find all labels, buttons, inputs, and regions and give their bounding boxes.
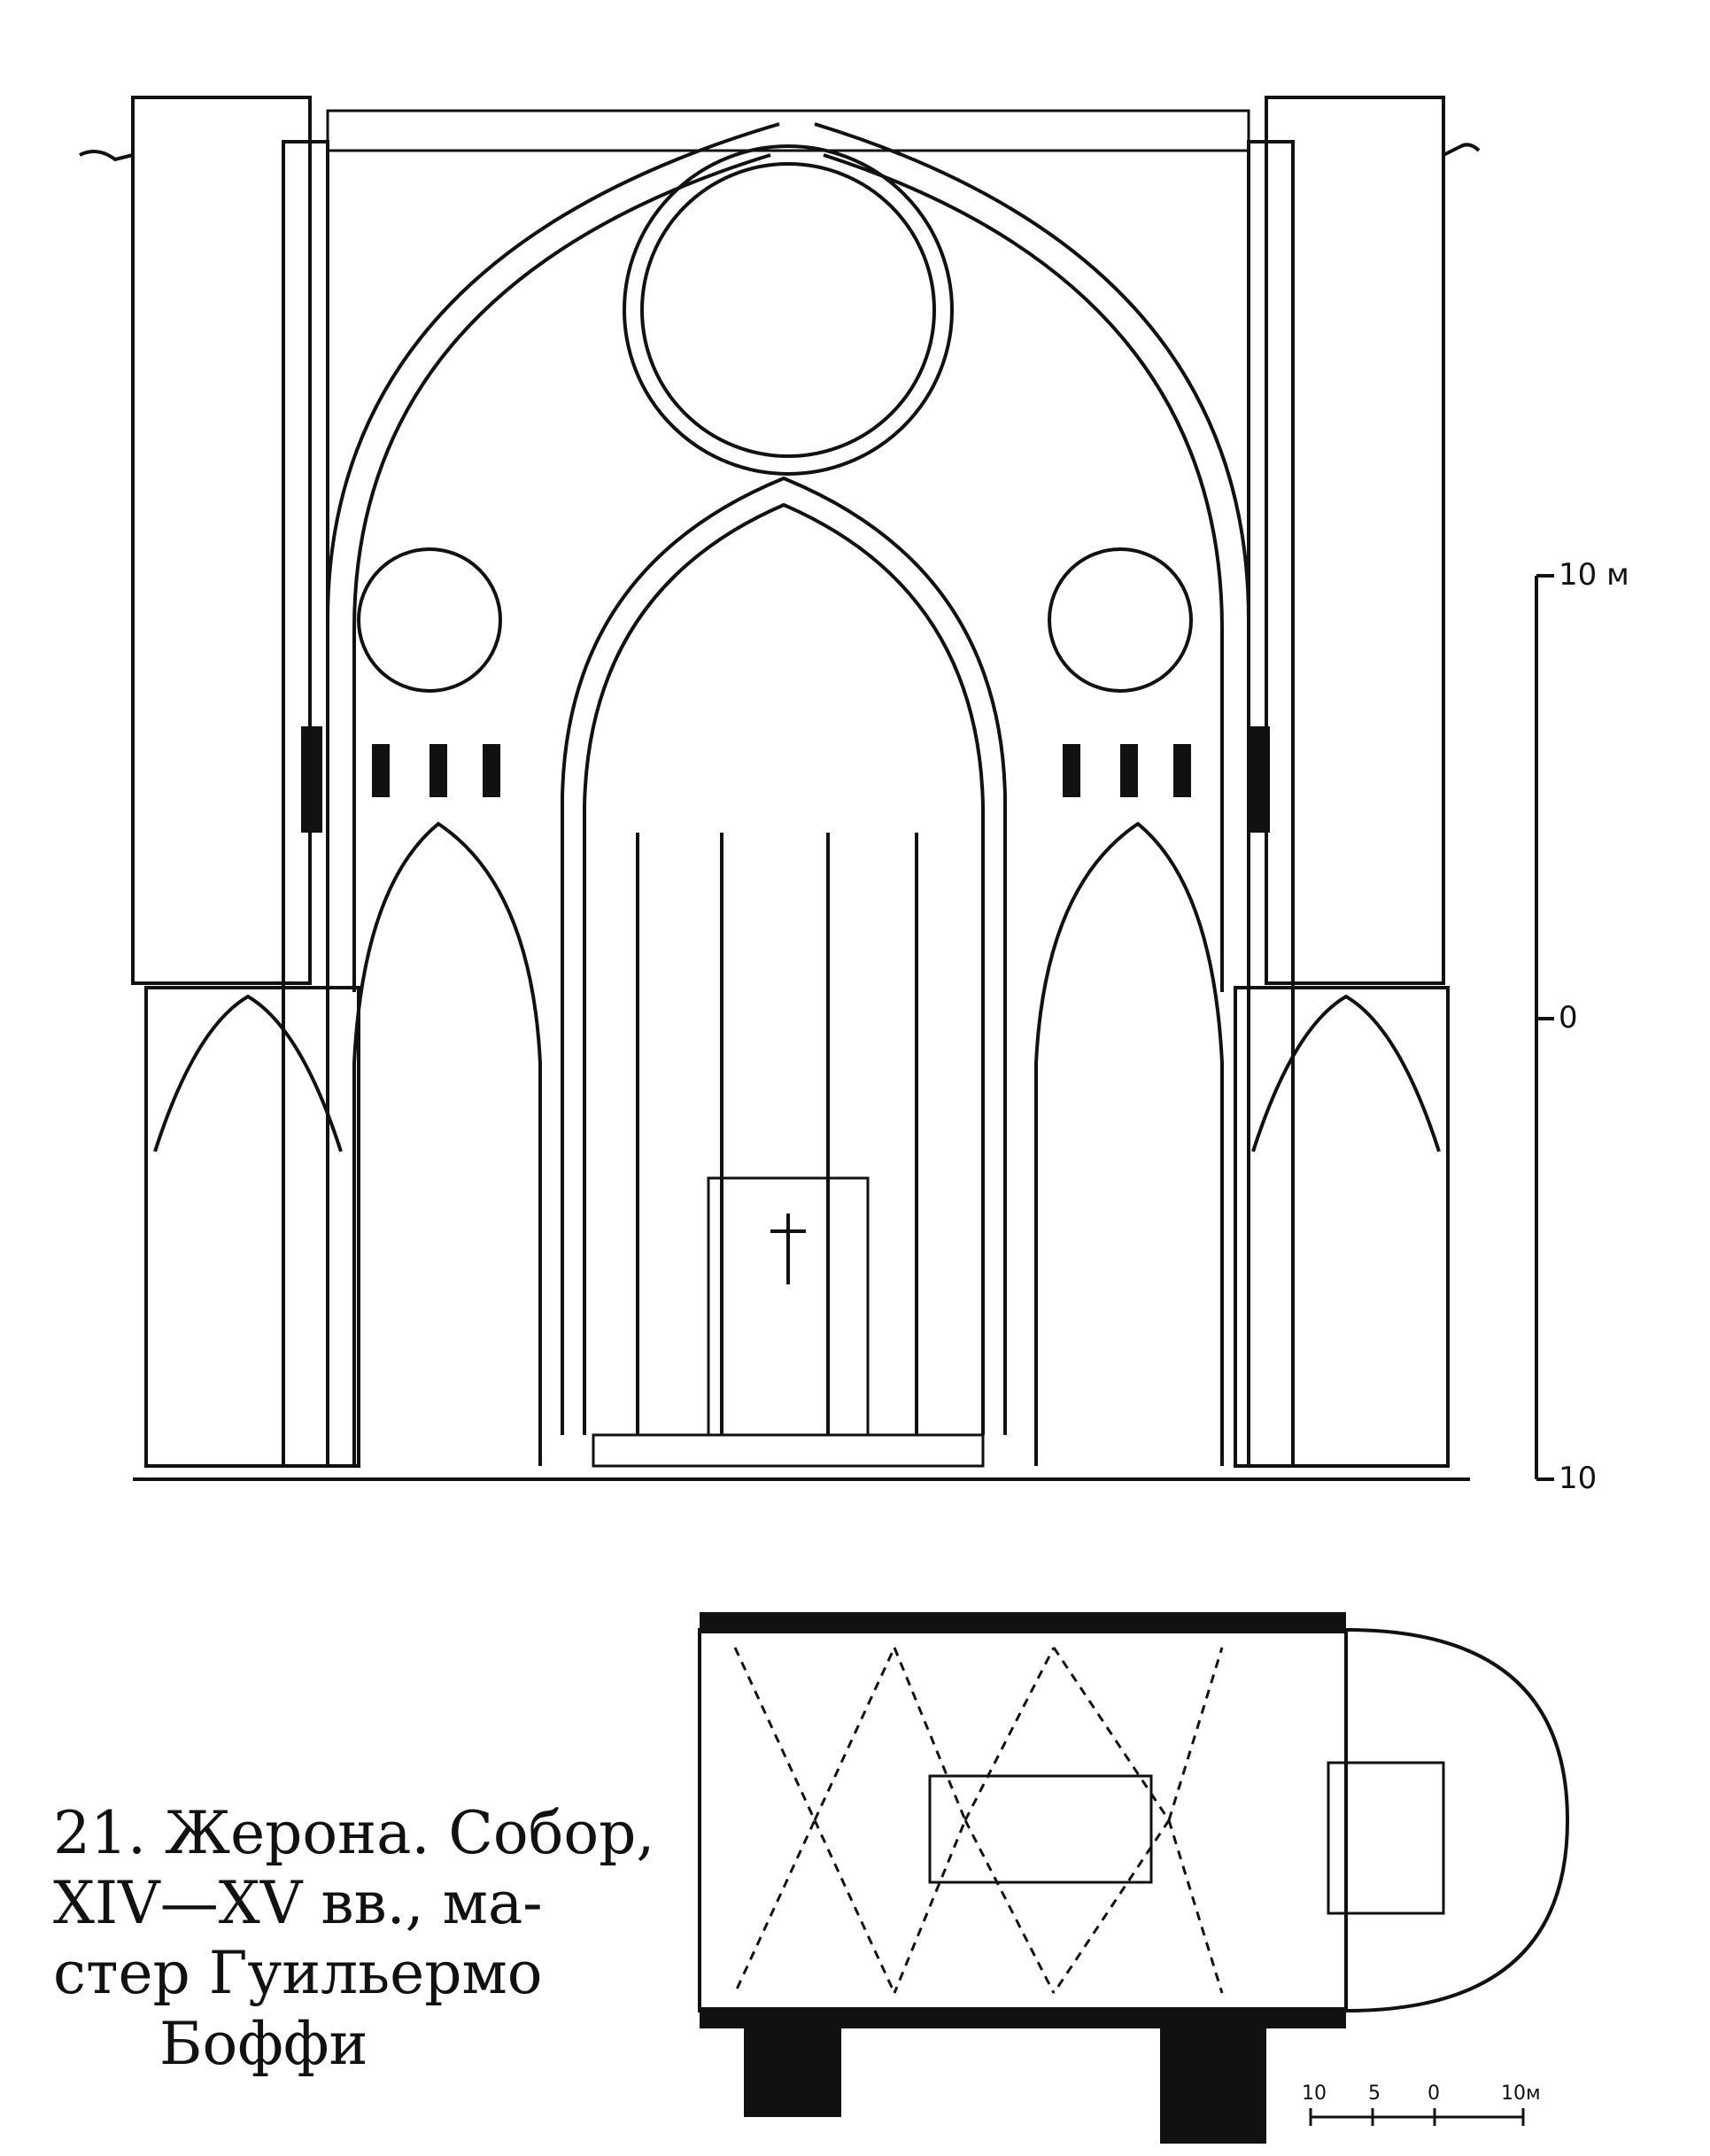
left-side-arch (352, 821, 542, 1466)
plan-scale-0: 0 (1428, 2082, 1440, 2105)
right-side-arch (1034, 821, 1224, 1466)
altar-steps (592, 1433, 985, 1468)
left-aisle-vault (153, 994, 343, 1152)
rose-window (623, 144, 954, 476)
left-outer-wall (131, 96, 312, 985)
left-small-rose (357, 547, 502, 693)
left-pier (282, 140, 329, 1468)
clerestory-window (1120, 744, 1138, 797)
scale-top-label: 10 м (1559, 557, 1629, 593)
right-aisle-vault (1251, 994, 1441, 1152)
frieze (326, 109, 1250, 152)
left-lower-aisle (144, 986, 360, 1468)
slit-window-right (1249, 726, 1270, 833)
cathedral-floor-plan: 10 5 0 10м (698, 1612, 1570, 2144)
clerestory-window (1173, 744, 1191, 797)
great-arch-inner (352, 153, 771, 992)
side-chapel (1160, 2028, 1266, 2144)
clerestory-window (372, 744, 390, 797)
scale-mid-label: 0 (1559, 1000, 1578, 1035)
clerestory-window (483, 744, 500, 797)
apse-outline (1345, 1628, 1570, 2013)
left-cornice (79, 150, 134, 162)
great-arch-outer (326, 122, 780, 992)
caption-line: Боффи (159, 2009, 368, 2078)
apse-arch (561, 476, 1007, 1435)
right-lower-aisle (1234, 986, 1450, 1468)
cathedral-cross-section: 10 м 0 10 (79, 96, 1629, 1496)
scale-bottom-label: 10 (1559, 1461, 1597, 1496)
nave-outline (698, 1628, 1348, 2013)
buttress (700, 1612, 1346, 1633)
apse-arch-inner (583, 502, 985, 1435)
right-small-rose (1048, 547, 1193, 693)
plan-scale-5: 5 (1368, 2082, 1381, 2105)
right-outer-wall (1265, 96, 1445, 985)
caption-line: 21. Жерона. Собор, (53, 1799, 655, 1867)
slit-window-left (301, 726, 322, 833)
central-bay (928, 1774, 1153, 1884)
plan-scale-bar (1309, 2108, 1525, 2126)
caption-line: стер Гуильермо (53, 1939, 543, 2008)
clerestory-window (429, 744, 447, 797)
great-arch-inner-r (823, 153, 1224, 992)
plan-scale-10: 10 (1302, 2082, 1327, 2105)
figure-caption: 21. Жерона. Собор, XIV—XV вв., ма- стер … (53, 1798, 673, 2079)
vault-ribs (733, 1647, 1224, 1994)
side-chapel (744, 2028, 841, 2117)
caption-line: XIV—XV вв., ма- (53, 1869, 543, 1938)
buttress (700, 2007, 1346, 2028)
plan-scale-10m: 10м (1501, 2082, 1541, 2105)
right-cornice (1443, 143, 1481, 157)
choir (1327, 1761, 1445, 1915)
section-scale-bar (1535, 574, 1554, 1481)
great-arch-outer-r (814, 122, 1250, 992)
rose-window-inner (640, 162, 936, 458)
clerestory-window (1063, 744, 1080, 797)
